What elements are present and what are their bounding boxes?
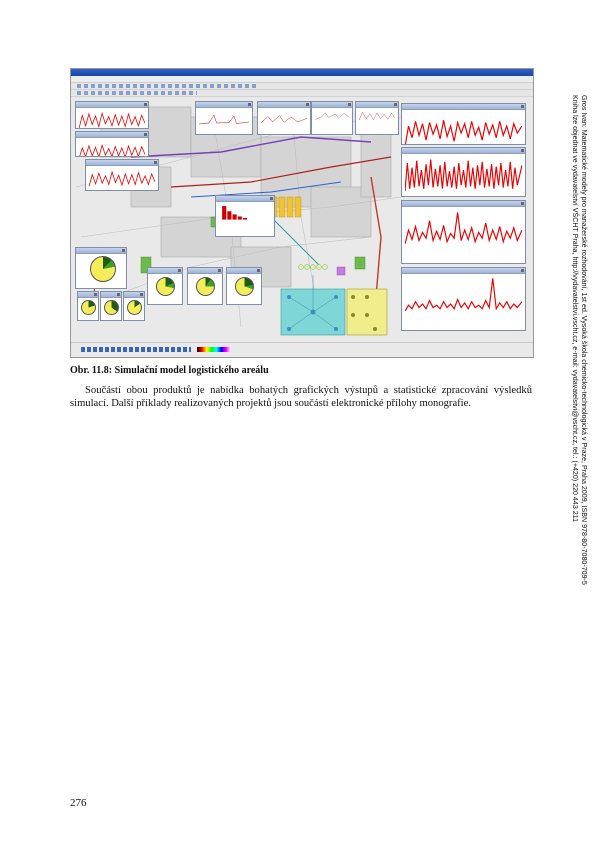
- figure-model-canvas: [71, 97, 533, 343]
- queue-chart-panel-3: [401, 200, 526, 264]
- pie-panel-1: [77, 291, 99, 321]
- page-number: 276: [70, 797, 87, 809]
- pie-panel-4: [147, 267, 183, 305]
- figure-bottom-toolbar: [71, 342, 533, 357]
- figure-caption: Obr. 11.8: Simulační model logistického …: [70, 365, 269, 376]
- color-palette: [197, 347, 231, 352]
- pie-panel-large: [75, 247, 127, 289]
- chart-panel-b: [75, 131, 149, 157]
- chart-panel-a: [75, 101, 149, 129]
- histogram-panel: [215, 195, 275, 237]
- side-note: Gros Ivan: Matematické modely pro manaže…: [558, 95, 588, 585]
- side-note-line-2: Kniha lze objednat ve vydavatelství VŠCH…: [571, 95, 579, 523]
- pie-panel-3: [123, 291, 145, 321]
- chart-panel-d: [195, 101, 253, 135]
- chart-panel-g: [355, 101, 399, 135]
- chart-panel-f: [311, 101, 353, 135]
- figure-window-titlebar: [71, 69, 533, 76]
- figure-toolbar-2: [71, 90, 533, 97]
- simulation-model-figure: [70, 68, 534, 358]
- figure-menubar: [71, 76, 533, 83]
- pie-panel-6: [226, 267, 262, 305]
- chart-panel-e: [257, 101, 311, 135]
- queue-chart-panel-4: [401, 267, 526, 331]
- side-note-line-1: Gros Ivan: Matematické modely pro manaže…: [580, 95, 588, 585]
- body-paragraph: Součástí obou produktů je nabídka bohatý…: [70, 385, 532, 410]
- queue-chart-panel-2: [401, 147, 526, 197]
- figure-toolbar-1: [71, 83, 533, 90]
- queue-chart-panel-1: [401, 103, 526, 145]
- chart-panel-c: [85, 159, 159, 191]
- pie-panel-5: [187, 267, 223, 305]
- pie-panel-2: [100, 291, 122, 321]
